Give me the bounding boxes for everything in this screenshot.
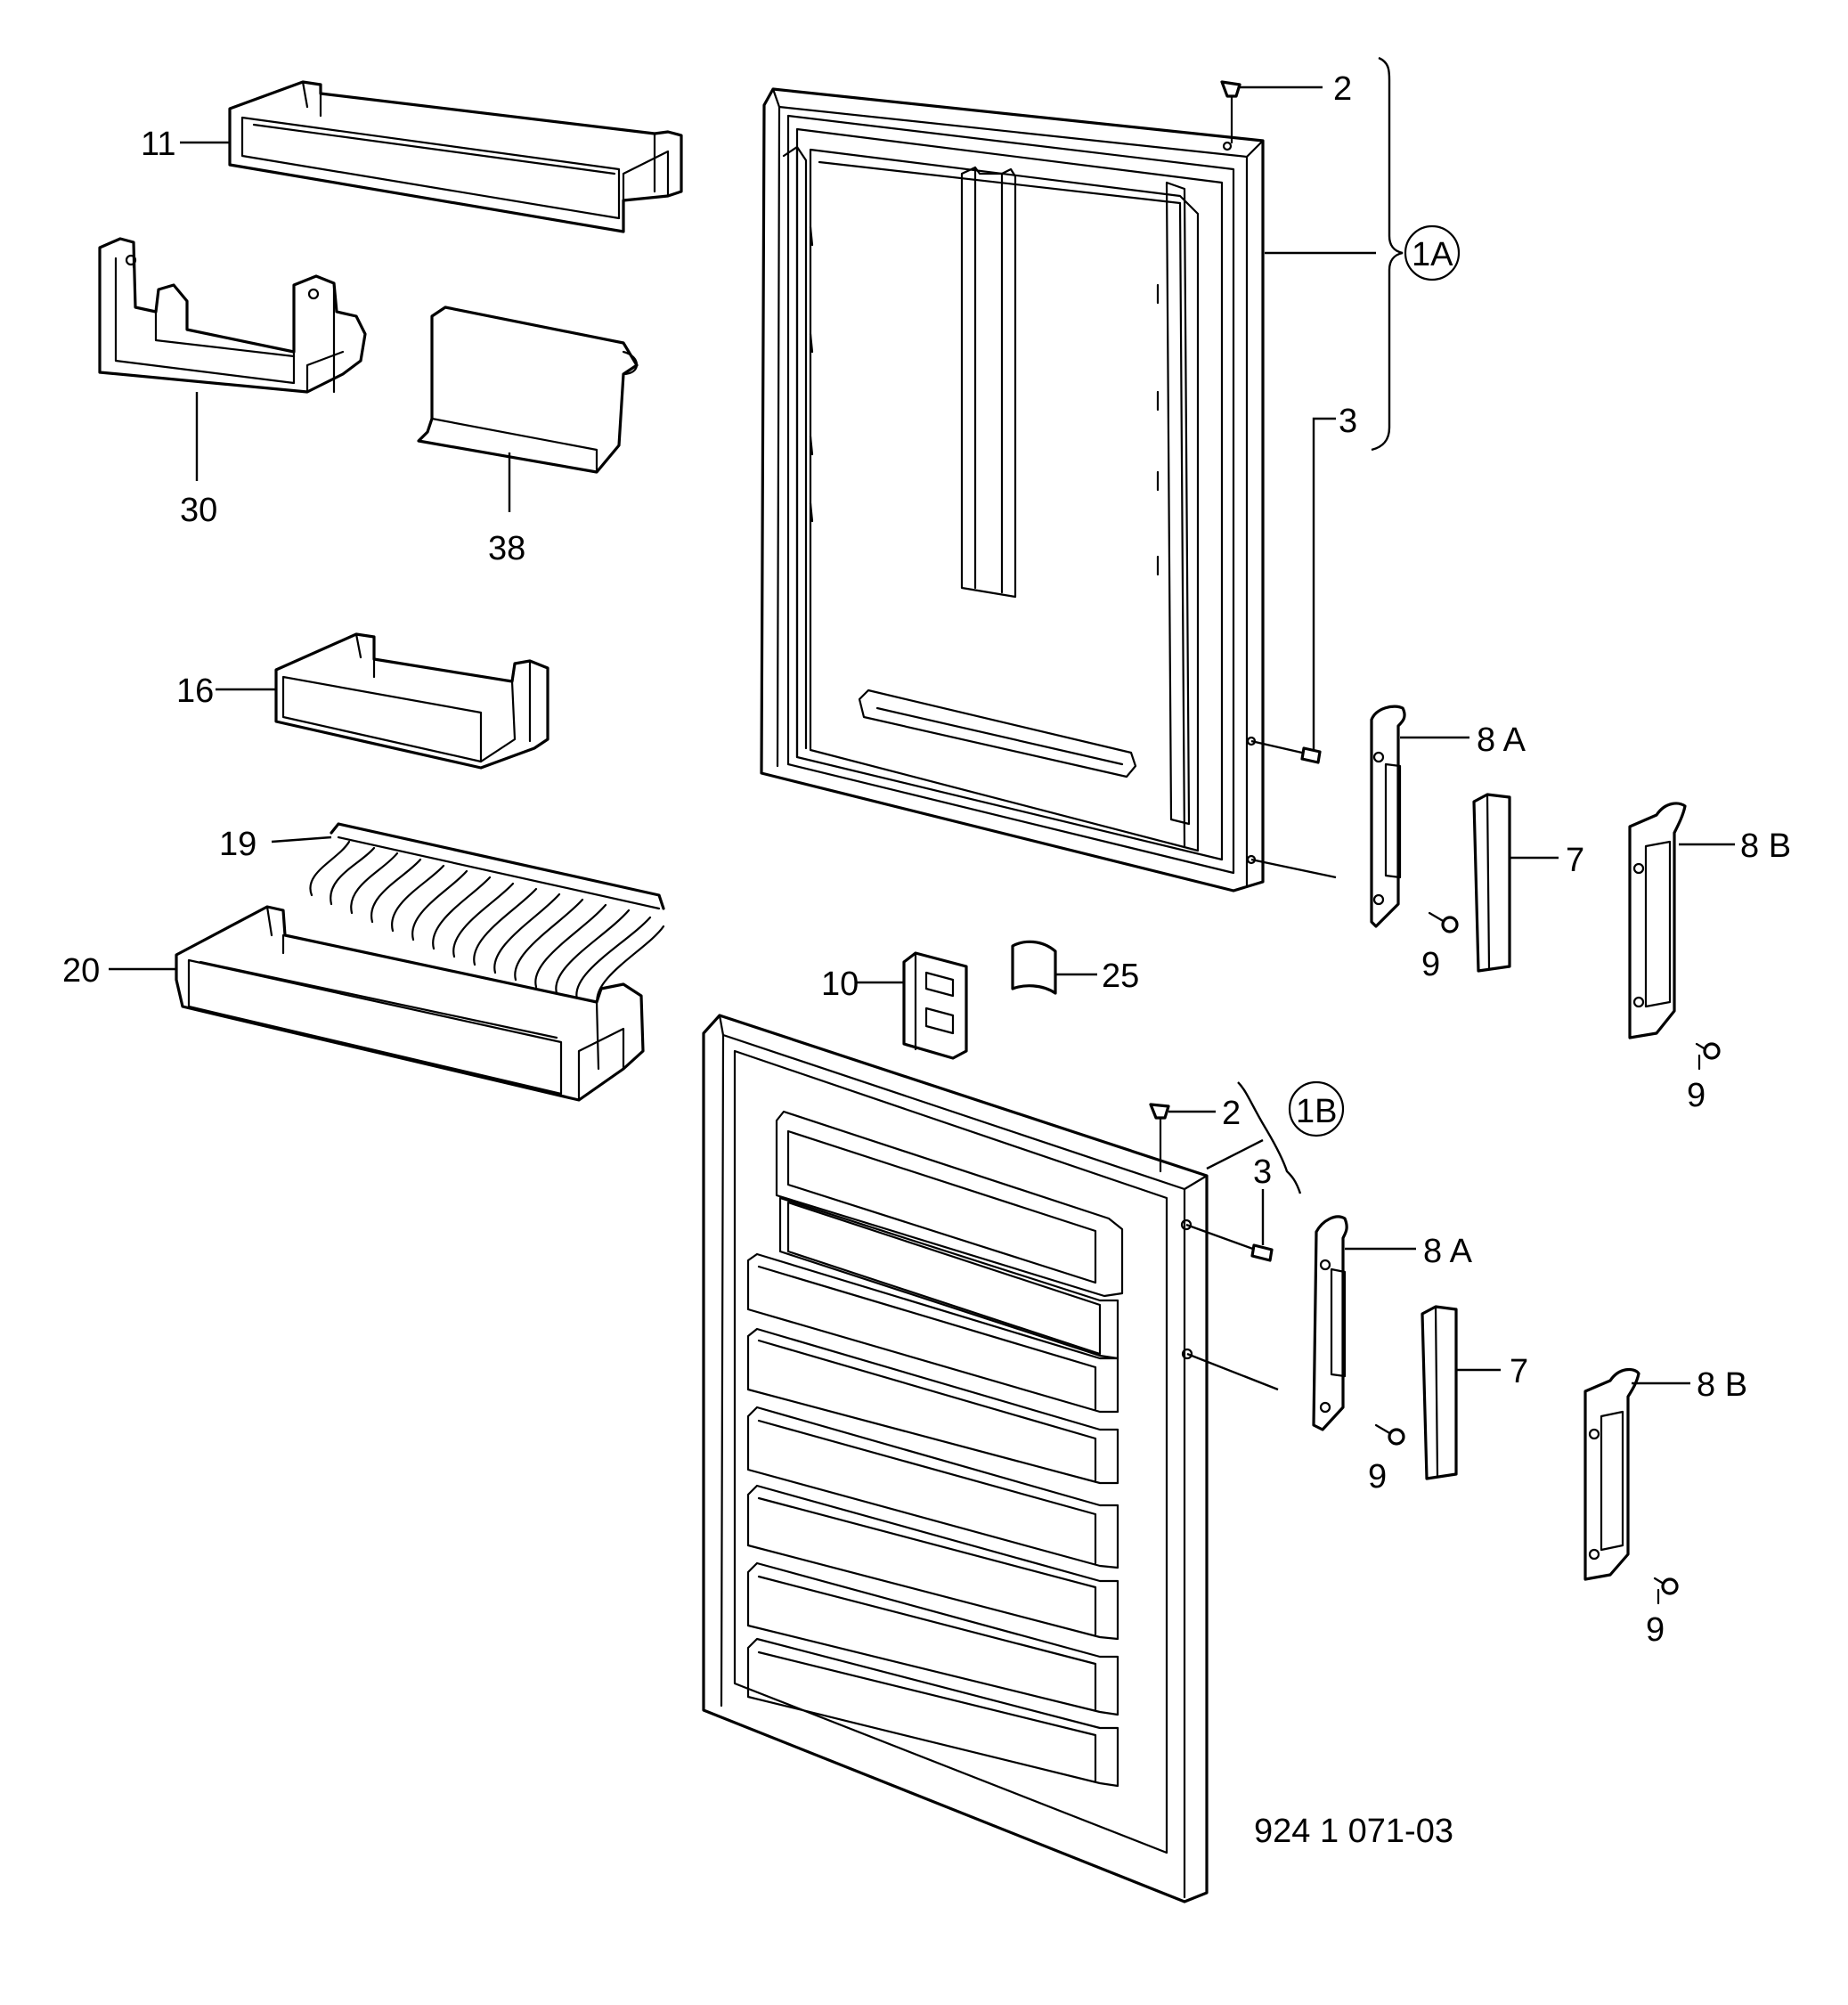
label-7-lower: 7 xyxy=(1510,1353,1528,1390)
part-10-bracket xyxy=(902,951,968,1060)
label-25: 25 xyxy=(1102,958,1139,995)
part-25-plug xyxy=(1011,940,1057,995)
label-9-lower-b: 9 xyxy=(1646,1611,1665,1649)
label-10: 10 xyxy=(821,966,859,1003)
label-8b-upper: 8 B xyxy=(1740,827,1791,865)
label-1b: 1B xyxy=(1296,1093,1337,1130)
part-19-wire-rack xyxy=(309,822,665,1007)
label-9-upper-b: 9 xyxy=(1687,1077,1706,1114)
part-20-large-shelf xyxy=(175,905,645,1102)
label-19: 19 xyxy=(219,826,256,863)
label-20: 20 xyxy=(62,952,100,990)
part-7-lower-strip xyxy=(1421,1305,1458,1480)
label-9-lower-a: 9 xyxy=(1368,1458,1387,1496)
label-30: 30 xyxy=(180,492,217,529)
label-3-upper: 3 xyxy=(1339,403,1357,440)
part-9-upper-screw-b xyxy=(1695,1042,1721,1071)
part-3-upper-screw xyxy=(1250,739,1322,764)
part-8b-upper-hinge-cover xyxy=(1628,802,1687,1039)
part-11-door-shelf xyxy=(228,80,683,233)
part-7-upper-strip xyxy=(1472,793,1511,973)
part-9-lower-screw-b xyxy=(1653,1577,1679,1605)
label-9-upper-a: 9 xyxy=(1421,946,1440,983)
label-1a: 1A xyxy=(1412,236,1453,273)
part-2-upper-screw xyxy=(1220,80,1241,144)
label-11: 11 xyxy=(141,126,175,163)
label-38: 38 xyxy=(488,530,525,567)
label-2-upper: 2 xyxy=(1333,70,1352,108)
label-8a-lower: 8 A xyxy=(1423,1233,1473,1270)
drawing-number: 924 1 071-03 xyxy=(1254,1813,1453,1850)
part-8a-upper-hinge-cover xyxy=(1370,705,1406,928)
part-8a-lower-hinge-cover xyxy=(1312,1215,1348,1431)
assembly-1b-lower-door xyxy=(702,1014,1209,1903)
label-7-upper: 7 xyxy=(1566,842,1584,879)
part-30-bottle-holder xyxy=(98,237,367,394)
assembly-1a-upper-door xyxy=(760,87,1265,892)
part-9-lower-screw-a xyxy=(1374,1423,1405,1446)
part-2-lower-screw xyxy=(1149,1103,1170,1173)
label-8a-upper: 8 A xyxy=(1477,721,1526,759)
label-3-lower: 3 xyxy=(1253,1153,1272,1191)
part-38-cover xyxy=(417,306,639,474)
part-3-lower-screw xyxy=(1185,1189,1274,1262)
label-16: 16 xyxy=(176,672,214,710)
part-9-upper-screw-a xyxy=(1428,911,1459,933)
label-8b-lower: 8 B xyxy=(1697,1366,1747,1404)
label-2-lower: 2 xyxy=(1222,1095,1241,1132)
part-8b-lower-hinge-cover xyxy=(1583,1367,1640,1581)
part-16-small-shelf xyxy=(274,632,550,770)
